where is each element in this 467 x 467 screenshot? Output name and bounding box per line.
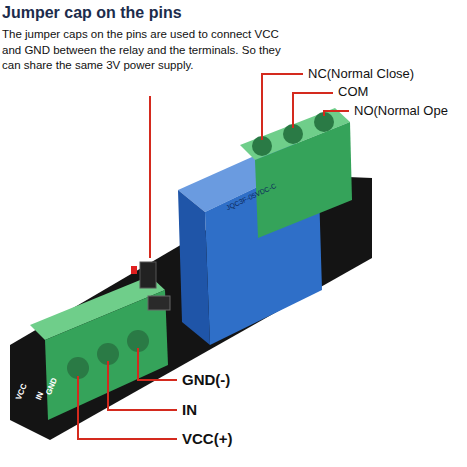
leader-line [108,361,177,410]
transistor [148,296,170,310]
callout-label: NC(Normal Close) [308,66,414,81]
screw [67,357,89,379]
note-paragraph: The jumper caps on the pins are used to … [2,27,287,74]
led [131,266,137,274]
pin-label: GND(-) [182,371,230,388]
terminal-front [255,122,352,238]
pin-label: IN [182,401,197,418]
callout-label: NO(Normal Ope [354,103,448,118]
pin-label: VCC(+) [182,430,232,447]
leader-line [78,376,177,439]
leader-line [324,111,349,116]
callout-label: COM [338,84,368,99]
leader-line [149,96,151,258]
leader-line [262,74,303,140]
leader-lines [78,74,349,439]
relay-side [178,190,210,345]
heading: Jumper cap on the pins [2,4,182,22]
jumper-cap [140,262,156,288]
leader-line [138,348,177,380]
